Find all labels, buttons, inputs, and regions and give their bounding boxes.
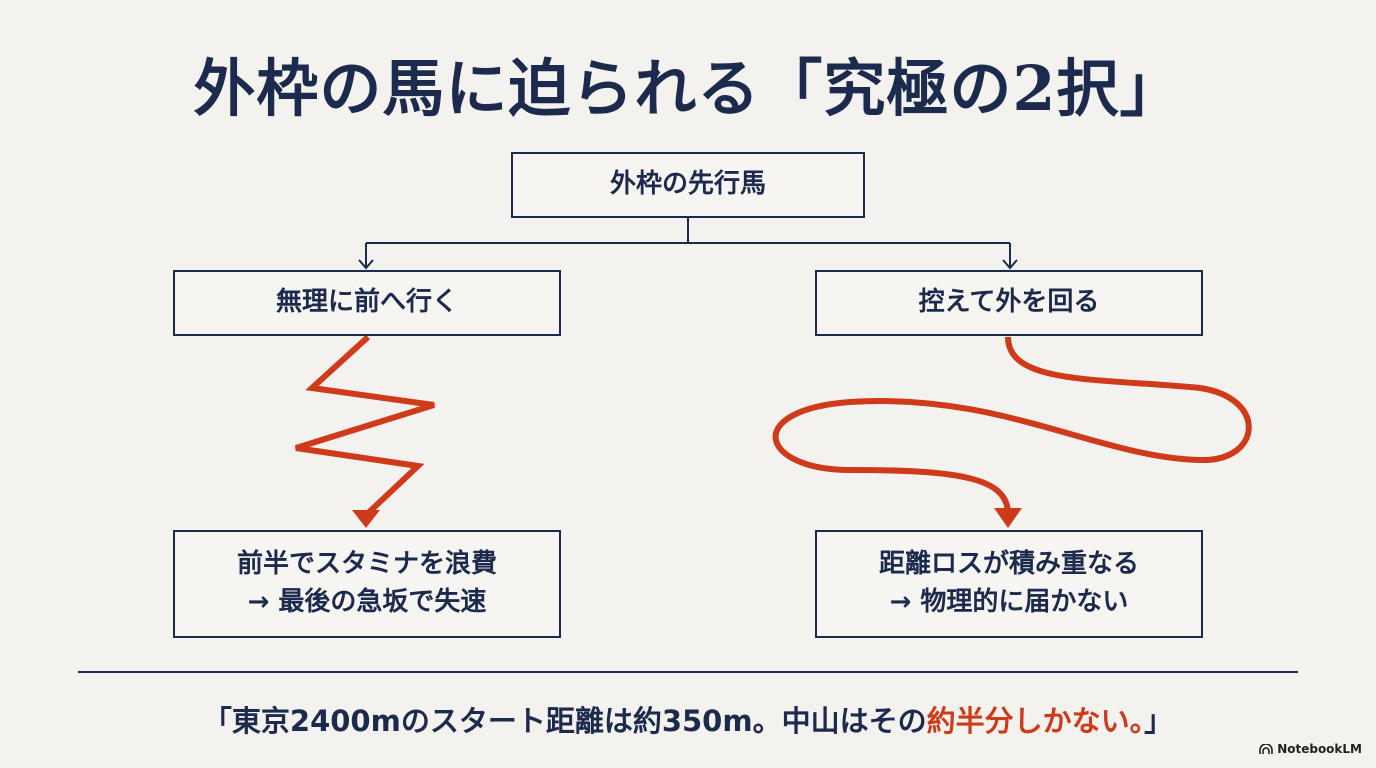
right-result-line2: → 物理的に届かない	[889, 587, 1129, 617]
winding-path	[772, 336, 1252, 513]
right-result-line1: 距離ロスが積み重なる	[878, 549, 1139, 580]
left-result-node: 前半でスタミナを浪費 → 最後の急坂で失速	[173, 530, 561, 638]
left-choice-node: 無理に前へ行く	[173, 270, 561, 336]
right-choice-node: 控えて外を回る	[815, 270, 1203, 336]
connector-root	[365, 217, 1011, 268]
slide-title: 外枠の馬に迫られる「究極の2択」	[193, 52, 1183, 125]
notebooklm-logo: NotebookLM	[1259, 742, 1362, 756]
right-result-node: 距離ロスが積み重なる → 物理的に届かない	[815, 530, 1203, 638]
right-choice-label: 控えて外を回る	[918, 287, 1100, 318]
winding-arrowhead-icon	[994, 508, 1022, 528]
zigzag-arrowhead-icon	[352, 510, 380, 528]
divider	[78, 671, 1298, 673]
left-result-line1: 前半でスタミナを浪費	[236, 549, 497, 580]
bottom-quote: 「東京2400mのスタート距離は約350m。中山はその約半分しかない。」	[0, 698, 1376, 740]
arrowhead-left-icon	[358, 259, 374, 270]
left-choice-label: 無理に前へ行く	[275, 287, 458, 318]
zigzag-path	[295, 334, 435, 518]
quote-highlight: 約半分しかない。	[926, 704, 1145, 738]
arrowhead-right-icon	[1002, 259, 1018, 270]
notebooklm-icon	[1259, 743, 1273, 754]
quote-suffix: 」	[1144, 704, 1174, 738]
logo-text: NotebookLM	[1277, 742, 1362, 756]
root-node: 外枠の先行馬	[511, 152, 865, 218]
quote-prefix: 「東京2400mのスタート距離は約350m。中山はその	[202, 704, 927, 738]
left-result-line2: → 最後の急坂で失速	[247, 587, 487, 617]
root-label: 外枠の先行馬	[609, 169, 766, 200]
